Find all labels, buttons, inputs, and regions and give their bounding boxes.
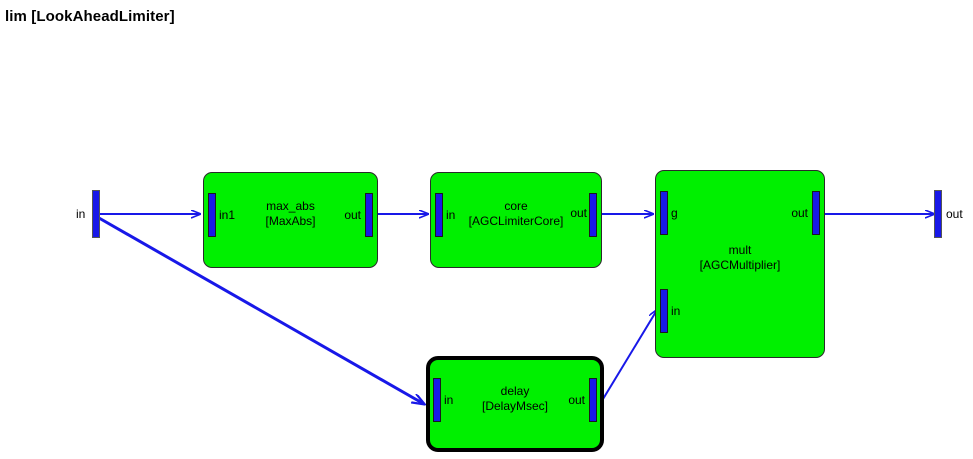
block-mult-label: mult [AGCMultiplier] (656, 243, 824, 273)
port-mult-in[interactable] (660, 289, 668, 333)
port-delay-out-label: out (568, 393, 585, 407)
iface-port-out-label: out (946, 207, 963, 221)
port-mult-in-label: in (671, 304, 681, 318)
block-mult-name: mult (728, 243, 752, 257)
block-mult[interactable]: g in out mult [AGCMultiplier] (655, 170, 825, 358)
port-core-out-label: out (570, 206, 587, 220)
block-core[interactable]: in out core [AGCLimiterCore] (430, 172, 602, 268)
port-core-out[interactable] (589, 193, 597, 237)
port-core-in[interactable] (435, 193, 443, 237)
port-max-abs-out[interactable] (365, 193, 373, 237)
port-delay-out[interactable] (589, 378, 597, 422)
block-max-abs[interactable]: in1 out max_abs [MaxAbs] (203, 172, 378, 268)
port-max-abs-out-label: out (344, 208, 361, 222)
port-core-in-label: in (446, 208, 456, 222)
port-max-abs-in1[interactable] (208, 193, 216, 237)
port-max-abs-in1-label: in1 (219, 208, 236, 222)
port-delay-in-label: in (444, 393, 454, 407)
wire-delay-to-mult[interactable] (599, 310, 657, 405)
iface-port-in[interactable] (92, 190, 100, 238)
wire-in-to-delay[interactable] (98, 216, 424, 404)
block-delay[interactable]: in out delay [DelayMsec] (426, 356, 604, 452)
port-delay-in[interactable] (433, 378, 441, 422)
port-mult-out-label: out (791, 206, 808, 220)
port-mult-g[interactable] (660, 191, 668, 235)
port-mult-out[interactable] (812, 191, 820, 235)
port-mult-g-label: g (671, 206, 678, 220)
block-mult-type: [AGCMultiplier] (699, 258, 781, 272)
iface-port-in-label: in (76, 207, 86, 221)
iface-port-out[interactable] (934, 190, 942, 238)
page-title: lim [LookAheadLimiter] (5, 8, 175, 25)
